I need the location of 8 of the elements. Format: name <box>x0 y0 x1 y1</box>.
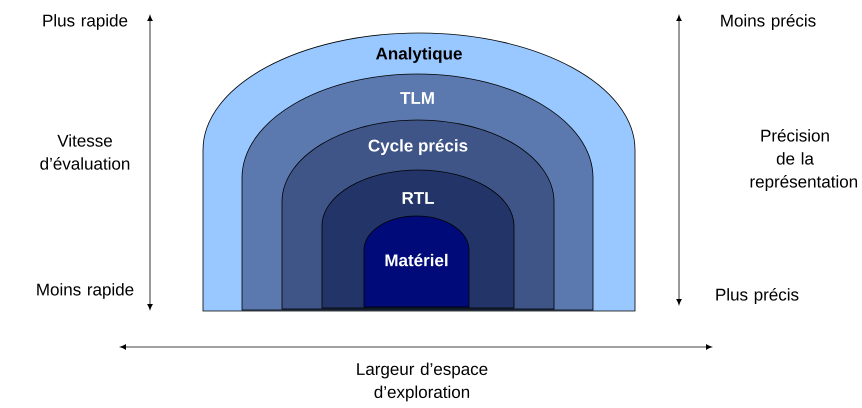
axis-label: Largeur d’espace d’exploration <box>357 362 488 402</box>
dome-layer: Matériel <box>364 216 470 308</box>
axis-label: Vitesse d’évaluation <box>40 134 130 170</box>
axis-label: Plus précis <box>716 288 798 304</box>
axis-label: Plus rapide <box>43 14 128 30</box>
axis-label: Moins rapide <box>37 283 134 299</box>
axis-label: Moins précis <box>721 14 816 30</box>
axis-label: Précision de la représentation <box>750 128 858 192</box>
